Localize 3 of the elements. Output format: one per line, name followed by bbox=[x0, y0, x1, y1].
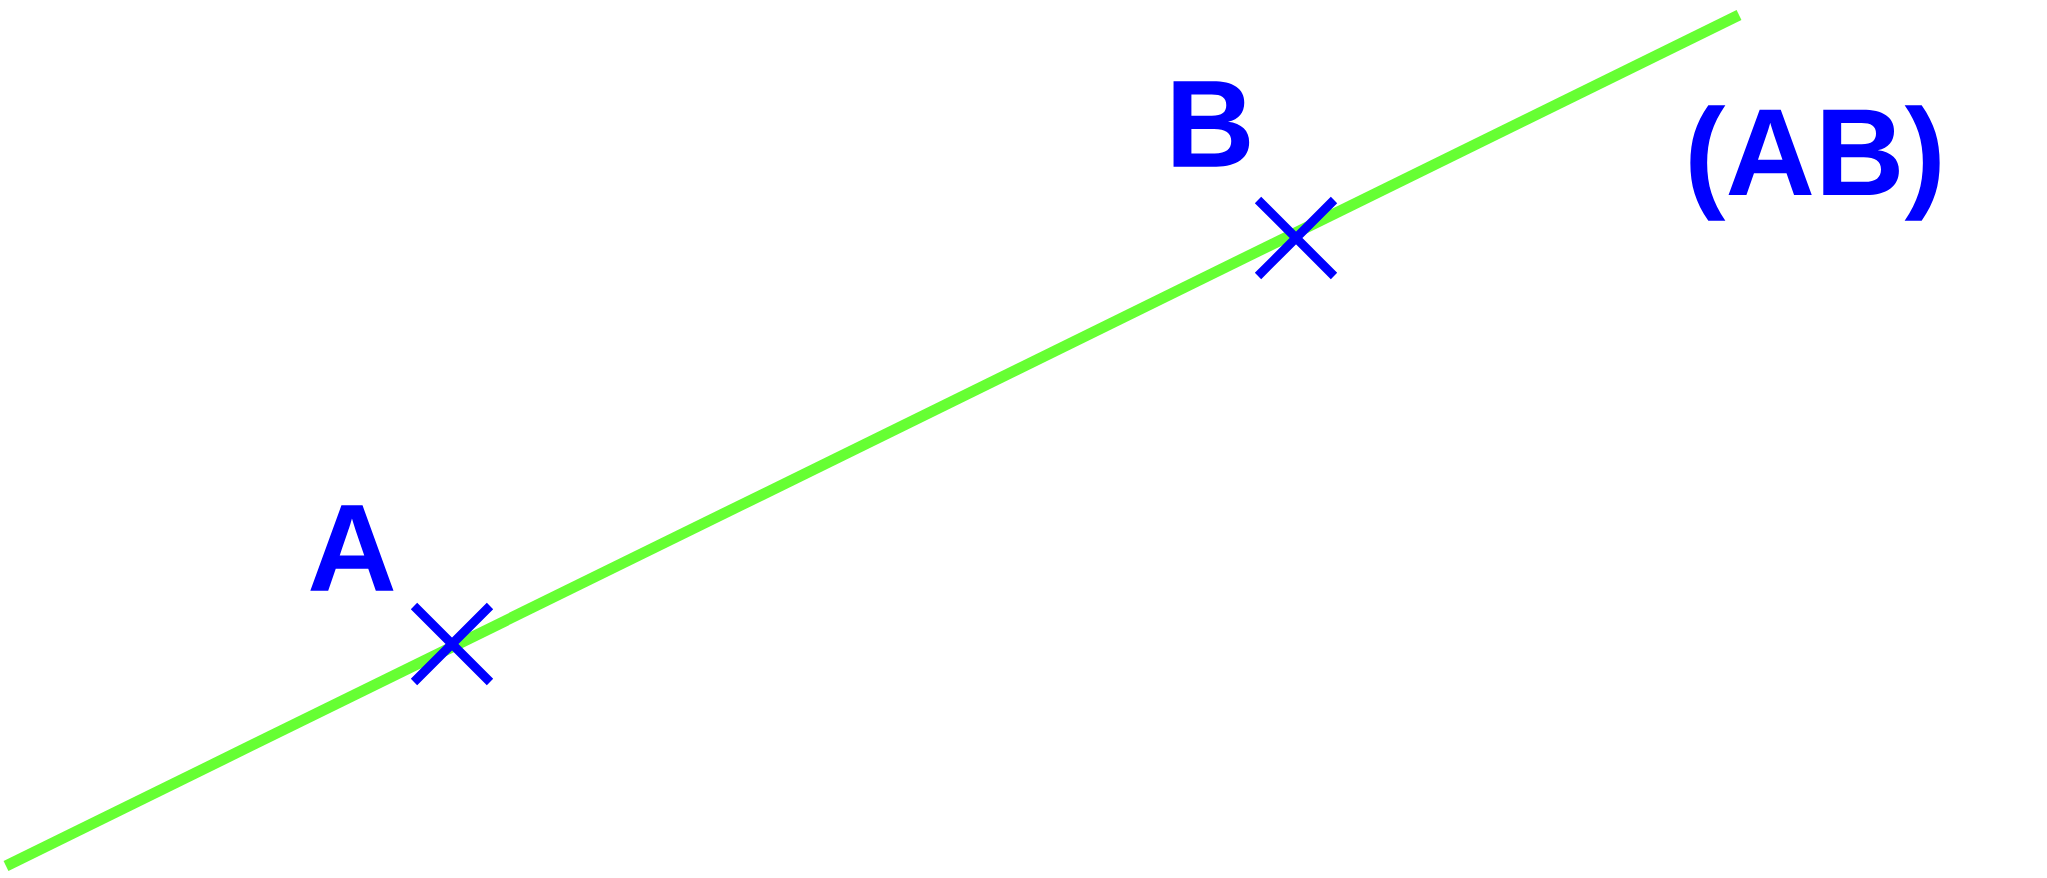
point-label: (AB) bbox=[1690, 105, 1940, 221]
point-label: A bbox=[310, 505, 394, 591]
point-label: B bbox=[1173, 81, 1250, 167]
